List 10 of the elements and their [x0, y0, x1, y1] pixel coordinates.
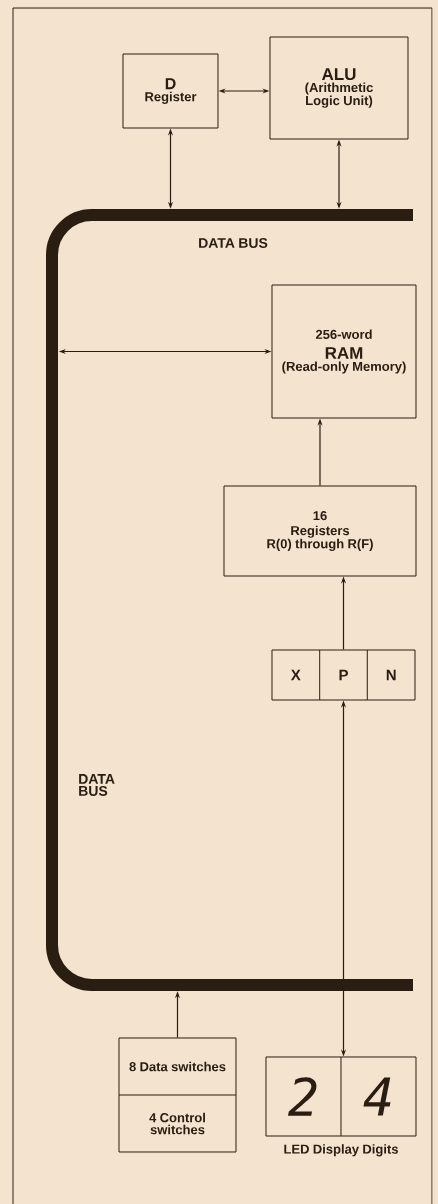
memory-box: 256-word RAM (Read-only Memory): [271, 284, 417, 419]
switch-box: 8 Data switches 4 Control switches: [118, 1037, 237, 1153]
bus-label: DATA BUS: [79, 774, 115, 796]
register-cells: X P N: [271, 649, 416, 701]
led-display: 2 4: [265, 1056, 417, 1137]
registers-box: 16 Registers R(0) through R(F): [223, 485, 417, 577]
bus-label: DATA BUS: [199, 238, 268, 248]
alu-box: ALU (Arithmetic Logic Unit): [269, 36, 409, 140]
register-box: D Register: [122, 53, 219, 129]
node-label: LED Display Digits: [284, 1144, 398, 1157]
